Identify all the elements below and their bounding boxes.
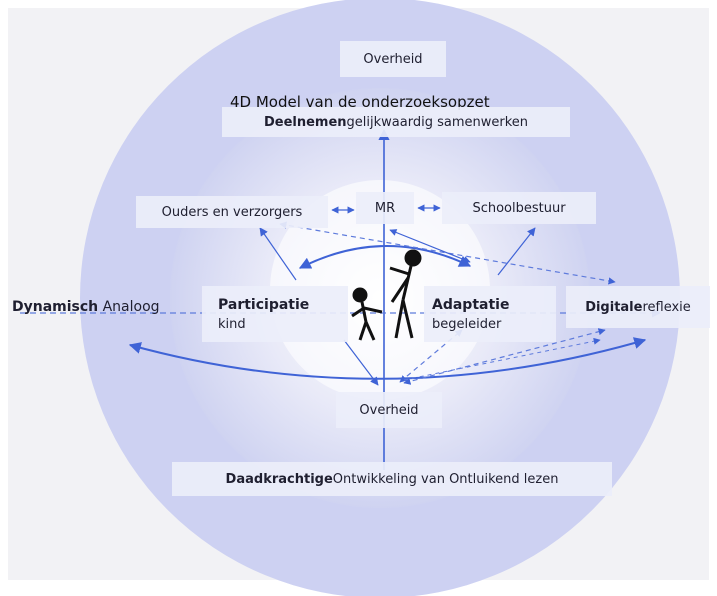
schoolbestuur-box: Schoolbestuur: [442, 192, 596, 224]
deelnemen-box: Deelnemen gelijkwaardig samenwerken: [222, 107, 570, 137]
deelnemen-rest: gelijkwaardig samenwerken: [346, 114, 529, 130]
participatie-overheid-arrow: [343, 339, 379, 386]
digitale-rest: reflexie: [642, 299, 691, 315]
child-figure-icon: [351, 287, 383, 341]
top-overheid-box: Overheid: [340, 41, 446, 77]
ouders-digitale-dashed: [279, 221, 616, 285]
mr-box: MR: [356, 192, 414, 224]
overheid-digitale-dashed: [403, 328, 606, 385]
participatie-sub: kind: [218, 316, 246, 332]
mr-down-arrow: [389, 229, 471, 263]
diagram-title: 4D Model van de onderzoeksopzet: [230, 93, 490, 111]
adaptatie-box: Adaptatie begeleider: [424, 286, 556, 342]
adaptatie-sub: begeleider: [432, 316, 502, 332]
dynamisch-label: Dynamisch Analoog: [12, 299, 160, 315]
dynamisch-rest: Analoog: [98, 299, 160, 315]
adult-figure-icon: [389, 249, 422, 339]
participatie-bold: Participatie: [218, 296, 310, 313]
adaptatie-bold: Adaptatie: [432, 296, 510, 313]
ouders-box: Ouders en verzorgers: [136, 196, 328, 228]
deelnemen-bold: Deelnemen: [263, 114, 347, 130]
daadkrachtige-box: Daadkrachtige Ontwikkeling van Ontluiken…: [172, 462, 612, 496]
daadkrachtige-rest: Ontwikkeling van Ontluikend lezen: [332, 471, 559, 487]
digitale-bold: Digitale: [585, 299, 643, 315]
digitale-box: Digitale reflexie: [566, 286, 710, 328]
dynamisch-bold: Dynamisch: [12, 299, 99, 315]
overheid-digitale-dashed-2: [403, 337, 601, 381]
participatie-box: Participatie kind: [202, 286, 348, 342]
bottom-overheid-box: Overheid: [336, 392, 442, 428]
daadkrachtige-bold: Daadkrachtige: [225, 471, 333, 487]
